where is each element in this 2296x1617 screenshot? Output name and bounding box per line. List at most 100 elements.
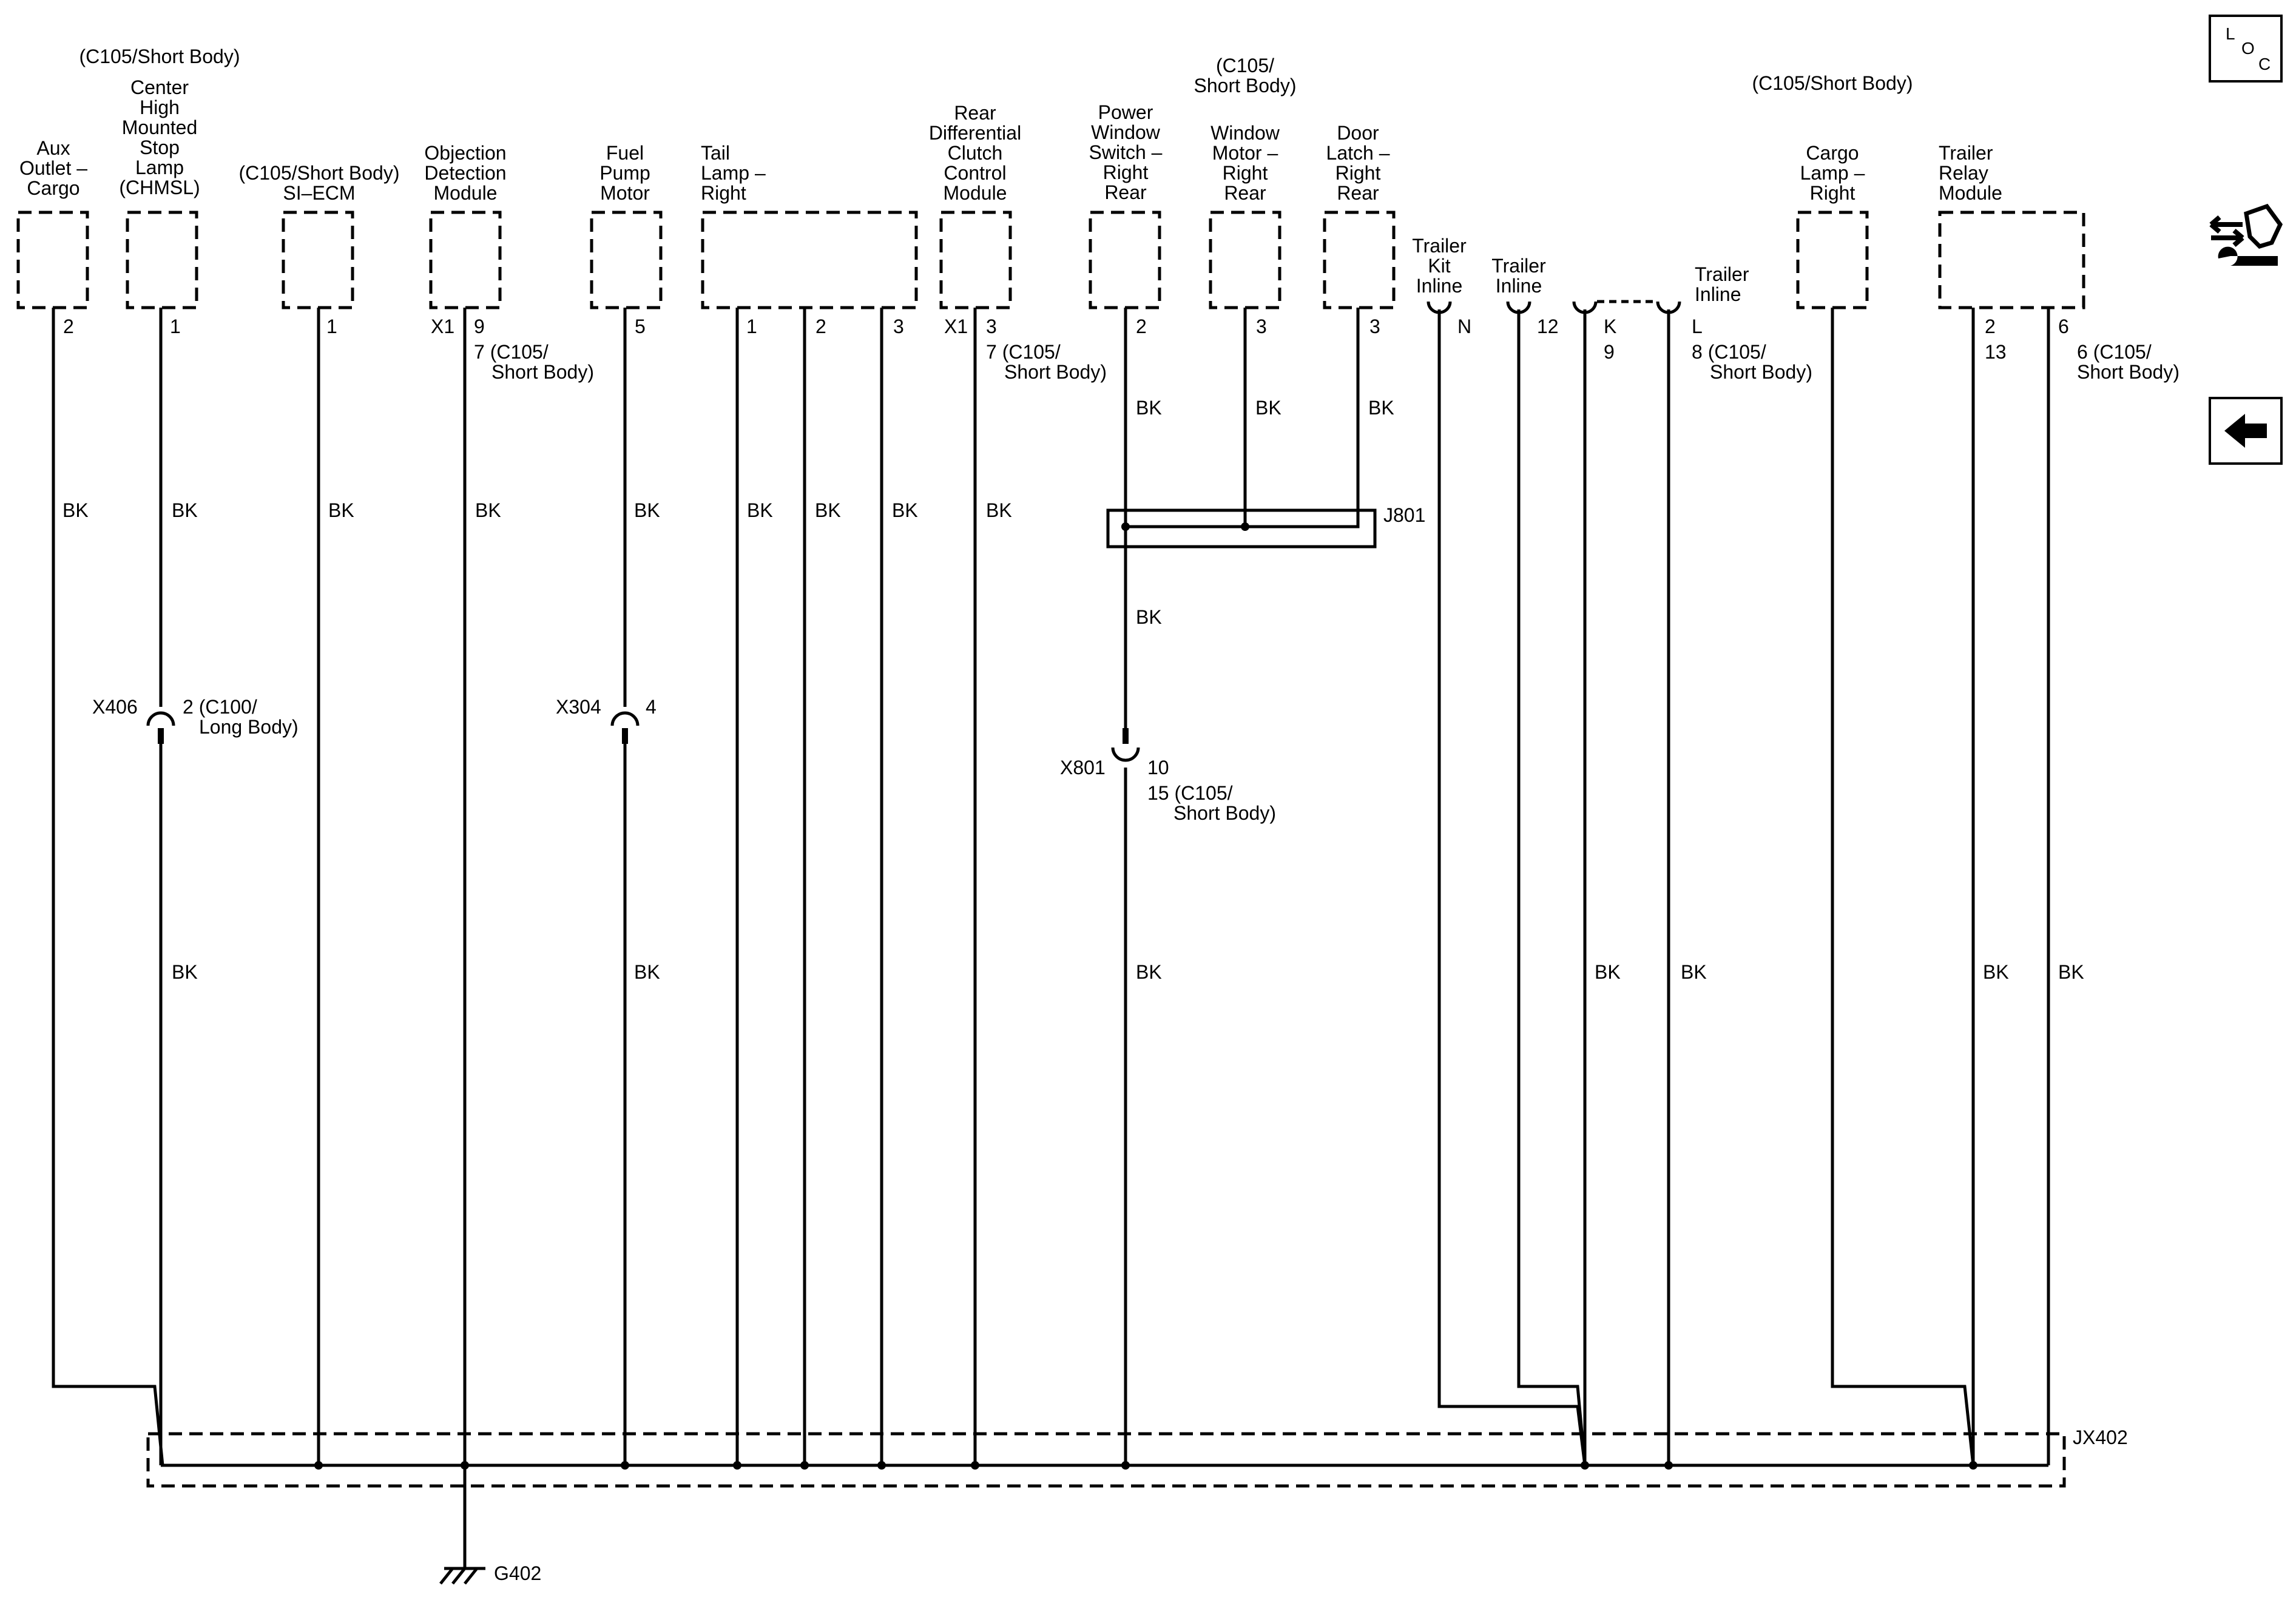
svg-text:Stop: Stop xyxy=(140,137,180,158)
svg-text:Motor: Motor xyxy=(600,182,650,204)
label-right-group-note: (C105/Short Body) xyxy=(1752,72,1913,94)
jx402-junction-nodes xyxy=(314,1461,1977,1470)
label-fuel-pump-motor: Fuel Pump Motor xyxy=(599,142,650,204)
svg-text:Rear: Rear xyxy=(1104,181,1147,203)
pin-rdcm-alt-1: 7 (C105/ xyxy=(986,341,1061,363)
svg-text:Detection: Detection xyxy=(424,162,506,184)
label-x801: X801 xyxy=(1060,757,1106,778)
svg-text:BK: BK xyxy=(328,499,354,521)
connector-x304 xyxy=(610,711,640,744)
svg-text:Mounted: Mounted xyxy=(122,116,198,138)
pin-odm-alt-2: Short Body) xyxy=(491,361,594,383)
component-box-cargo-lamp xyxy=(1796,211,1869,309)
svg-text:Inline: Inline xyxy=(1496,275,1542,297)
pin-relay-alt-2: Short Body) xyxy=(2077,361,2180,383)
pin-relay-alt-1: 6 (C105/ xyxy=(2077,341,2152,363)
pin-relay-6: 6 xyxy=(2058,316,2069,337)
connector-repair-icon[interactable] xyxy=(2206,200,2285,279)
svg-text:Right: Right xyxy=(1335,162,1381,184)
svg-text:Objection: Objection xyxy=(424,142,506,164)
component-box-aux-outlet xyxy=(16,211,89,309)
svg-text:BK: BK xyxy=(1983,961,2009,983)
plug-wrench-icon xyxy=(2209,203,2283,266)
svg-text:BK: BK xyxy=(747,499,773,521)
svg-text:BK: BK xyxy=(815,499,841,521)
label-trailer-kit-inline: Trailer Kit Inline xyxy=(1412,235,1467,297)
label-x406-pin-2: Long Body) xyxy=(199,716,299,738)
svg-text:Door: Door xyxy=(1337,122,1379,144)
svg-text:BK: BK xyxy=(172,961,198,983)
svg-text:Latch –: Latch – xyxy=(1326,142,1390,164)
svg-text:BK: BK xyxy=(1595,961,1621,983)
svg-text:Fuel: Fuel xyxy=(606,142,644,164)
component-box-power-window-switch xyxy=(1089,211,1161,309)
label-window-motor: Window Motor – Right Rear xyxy=(1210,122,1280,204)
pin-odm-alt-1: 7 (C105/ xyxy=(474,341,549,363)
label-chmsl: Center High Mounted Stop Lamp (CHMSL) xyxy=(119,76,200,198)
label-g402: G402 xyxy=(494,1562,541,1584)
svg-text:Cargo: Cargo xyxy=(27,177,79,199)
loc-letter-l: L xyxy=(2226,24,2235,43)
svg-text:Kit: Kit xyxy=(1428,255,1450,277)
location-button[interactable]: L O C xyxy=(2209,15,2283,83)
svg-text:Pump: Pump xyxy=(599,162,650,184)
pin-odm: 9 xyxy=(474,316,485,337)
svg-text:Rear: Rear xyxy=(1337,182,1379,204)
svg-text:BK: BK xyxy=(62,499,89,521)
svg-text:BK: BK xyxy=(1136,961,1162,983)
label-x406: X406 xyxy=(92,696,138,718)
loc-letter-c: C xyxy=(2258,55,2271,73)
svg-text:BK: BK xyxy=(1136,606,1162,628)
svg-text:Module: Module xyxy=(1939,182,2002,204)
svg-text:BK: BK xyxy=(1368,397,1394,419)
component-box-fuel-pump xyxy=(590,211,663,309)
label-si-ecm: (C105/Short Body) SI–ECM xyxy=(238,162,399,204)
svg-text:Right: Right xyxy=(1810,182,1855,204)
svg-text:Rear: Rear xyxy=(954,102,996,124)
svg-text:Lamp –: Lamp – xyxy=(1800,162,1865,184)
svg-text:SI–ECM: SI–ECM xyxy=(283,182,355,204)
svg-text:Inline: Inline xyxy=(1416,275,1463,297)
svg-text:Inline: Inline xyxy=(1695,283,1741,305)
label-x304: X304 xyxy=(556,696,601,718)
splice-node-j801-1 xyxy=(1121,522,1130,531)
svg-text:BK: BK xyxy=(892,499,918,521)
splice-node-j801-2 xyxy=(1241,522,1249,531)
connector-x801 xyxy=(1111,728,1140,762)
pin-odm-x1: X1 xyxy=(431,316,454,337)
svg-text:Trailer: Trailer xyxy=(1939,142,1993,164)
pin-trailer-inline-1: 12 xyxy=(1537,316,1559,337)
component-box-trailer-relay xyxy=(1938,211,2085,309)
label-trailer-inline-2: Trailer Inline xyxy=(1695,263,1749,305)
svg-text:Differential: Differential xyxy=(929,122,1021,144)
label-x304-pin: 4 xyxy=(646,696,657,718)
component-box-rdcm xyxy=(939,211,1012,309)
svg-text:BK: BK xyxy=(634,961,660,983)
label-power-window-switch: Power Window Switch – Right Rear xyxy=(1089,101,1163,203)
svg-text:Relay: Relay xyxy=(1939,162,1988,184)
svg-text:Clutch: Clutch xyxy=(948,142,1003,164)
label-window-group-note: (C105/ Short Body) xyxy=(1194,55,1297,96)
svg-text:BK: BK xyxy=(1681,961,1707,983)
svg-text:Aux: Aux xyxy=(36,137,70,159)
pin-tail-1: 1 xyxy=(746,316,757,337)
splice-jx402-box xyxy=(146,1432,2066,1488)
pin-rdcm-x1: X1 xyxy=(944,316,968,337)
label-x801-pin: 10 xyxy=(1147,757,1169,778)
svg-text:Switch –: Switch – xyxy=(1089,141,1163,163)
label-jx402: JX402 xyxy=(2073,1426,2128,1448)
svg-text:High: High xyxy=(140,96,180,118)
back-button[interactable] xyxy=(2209,397,2283,465)
label-tail-lamp-right: Tail Lamp – Right xyxy=(701,142,766,204)
pin-tail-3: 3 xyxy=(893,316,904,337)
svg-text:(C105/: (C105/ xyxy=(1216,55,1274,76)
svg-text:(C105/Short Body): (C105/Short Body) xyxy=(238,162,399,184)
svg-text:Trailer: Trailer xyxy=(1412,235,1467,257)
svg-text:BK: BK xyxy=(475,499,501,521)
svg-text:Trailer: Trailer xyxy=(1695,263,1749,285)
wire-color-labels: BK BK BK BK BK BK BK BK BK BK BK BK BK B… xyxy=(62,397,2084,983)
svg-text:Control: Control xyxy=(944,162,1006,184)
svg-text:Module: Module xyxy=(944,182,1007,204)
label-door-latch: Door Latch – Right Rear xyxy=(1326,122,1390,204)
